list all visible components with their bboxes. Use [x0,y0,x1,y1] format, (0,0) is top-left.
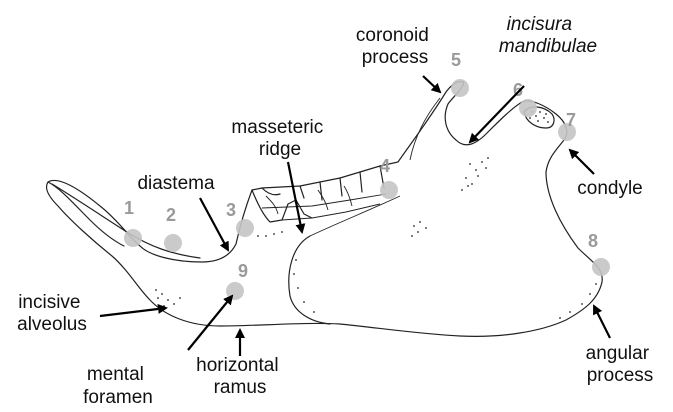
landmark-number: 9 [238,261,248,281]
landmark-number: 8 [588,231,598,251]
landmark-marker [226,282,244,300]
stippling [155,111,597,319]
incisive-alveolus-arrow [100,308,166,316]
incisor-tip [48,182,124,246]
diastema-arrow [200,198,228,250]
landmark-1: 1 [124,198,142,247]
landmark-marker [451,79,469,97]
landmark-8: 8 [588,231,610,276]
cheek-teeth [252,166,386,222]
mental-foramen-label: mental foramen [83,364,153,408]
landmark-number: 2 [166,205,176,225]
landmark-number: 4 [380,156,390,176]
landmark-7: 7 [558,110,576,141]
masseteric-ridge-label: masseteric ridge [231,117,328,160]
condyle-label: condyle [577,178,643,199]
coronoid-process-arrow [423,76,440,92]
masseteric-fossa-border [289,236,330,324]
landmark-2: 2 [164,205,182,252]
landmark-marker [236,219,254,237]
incisive-alveolus-label: incisive alveolus [17,292,87,335]
landmark-marker [124,229,142,247]
landmark-number: 7 [566,110,576,130]
landmark-5: 5 [451,50,469,97]
landmark-marker [380,181,398,199]
landmark-marker [592,258,610,276]
incisura-mandibulae-arrow [470,86,524,142]
horizontal-ramus-label: horizontal ramus [196,355,284,398]
landmark-3: 3 [226,200,254,237]
incisura-mandibulae-label: incisura mandibulae [499,14,597,57]
landmark-9: 9 [226,261,248,300]
masseteric-ridge-arrow [288,162,302,232]
landmark-6: 6 [513,80,537,117]
landmark-number: 5 [451,50,461,70]
landmark-number: 1 [124,198,134,218]
landmark-number: 3 [226,200,236,220]
condyle-arrow [570,150,594,174]
text-labels: coronoid process incisura mandibulae mas… [17,14,654,408]
angular-process-label: angular process [586,343,655,386]
landmark-marker [519,99,537,117]
diastema-label: diastema [137,173,215,194]
coronoid-process-label: coronoid process [356,25,434,68]
landmark-marker [164,234,182,252]
angular-process-arrow [594,306,610,338]
